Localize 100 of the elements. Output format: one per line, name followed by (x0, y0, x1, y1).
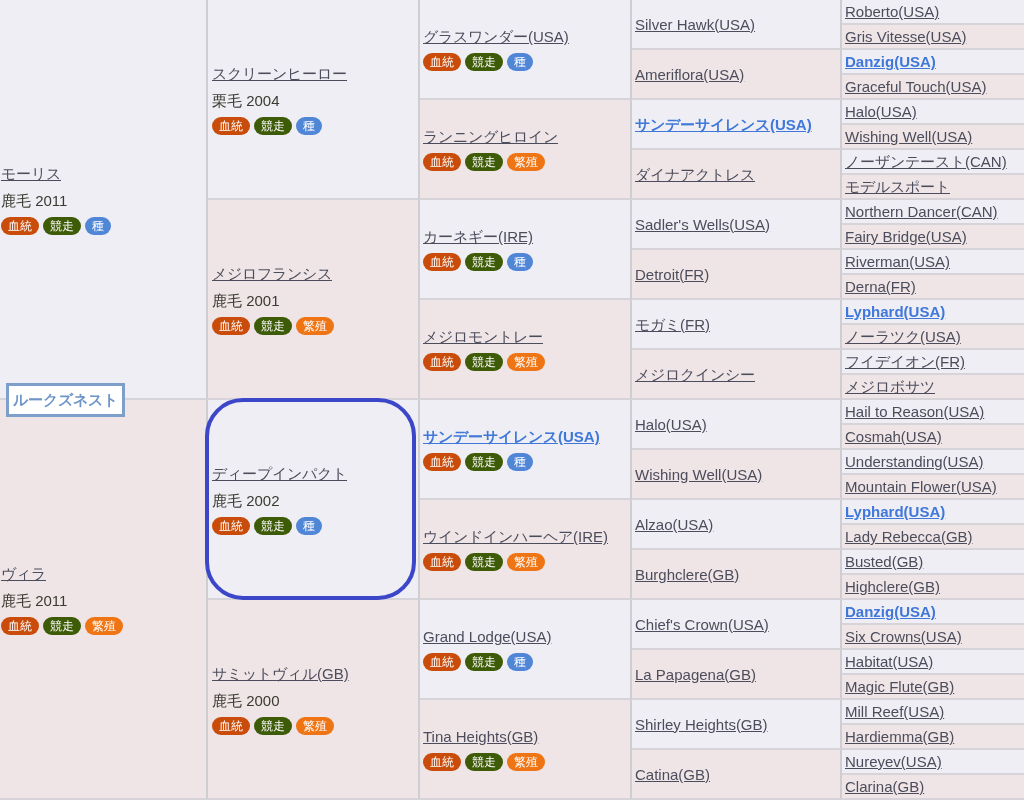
horse-name-link: ディープインパクト (212, 463, 347, 483)
horse-name-link: サンデーサイレンス(USA) (423, 427, 600, 446)
category-badge: 競走 (254, 116, 292, 135)
category-badge: 競走 (254, 716, 292, 735)
horse-name-link: モガミ(FR) (635, 314, 710, 334)
category-badge: 競走 (465, 53, 503, 71)
horse-name-link: メジロクインシー (635, 364, 755, 384)
pedigree-cell (842, 125, 1024, 150)
category-badge: 血統 (423, 553, 461, 571)
pedigree-cell (842, 25, 1024, 50)
horse-name-link: Catina(GB) (635, 764, 711, 784)
category-badge: 種 (507, 453, 533, 471)
category-badge: 競走 (465, 353, 503, 371)
horse-name-link: Northern Dancer(CAN) (845, 202, 998, 221)
horse-name-link: フイデイオン(FR) (845, 352, 965, 371)
horse-name-link: Habitat(USA) (845, 652, 934, 671)
pedigree-cell (842, 375, 1024, 400)
horse-name-link: Lyphard(USA) (845, 302, 946, 321)
pedigree-cell (632, 0, 842, 50)
pedigree-cell (632, 50, 842, 100)
horse-name-link: Mill Reef(USA) (845, 702, 945, 721)
horse-name-link: ランニングヒロイン (423, 127, 558, 146)
pedigree-cell (632, 600, 842, 650)
category-badge: 競走 (465, 653, 503, 671)
pedigree-cell (842, 625, 1024, 650)
horse-name-link: Fairy Bridge(USA) (845, 227, 967, 246)
pedigree-cell (632, 700, 842, 750)
category-badge: 競走 (43, 616, 81, 635)
category-badge: 血統 (212, 116, 250, 135)
category-badge: 血統 (423, 253, 461, 271)
category-badge: 繁殖 (85, 616, 123, 635)
pedigree-cell (420, 700, 632, 800)
pedigree-cell (842, 325, 1024, 350)
category-badge: 競走 (43, 216, 81, 235)
horse-name-link: Hail to Reason(USA) (845, 402, 985, 421)
coat-year-text: 鹿毛 2001 (212, 290, 280, 310)
horse-name-link: Wishing Well(USA) (635, 464, 763, 484)
pedigree-cell (842, 675, 1024, 700)
horse-name-link: Burghclere(GB) (635, 564, 740, 584)
category-badge: 繁殖 (507, 553, 545, 571)
category-badge: 血統 (423, 353, 461, 371)
horse-name-link: グラスワンダー(USA) (423, 27, 569, 46)
category-badge: 血統 (1, 216, 39, 235)
pedigree-cell (842, 225, 1024, 250)
category-badge: 競走 (465, 153, 503, 171)
horse-name-link: Magic Flute(GB) (845, 677, 955, 696)
pedigree-cell (420, 600, 632, 700)
horse-name-link: Silver Hawk(USA) (635, 14, 755, 34)
horse-name-link: Chief's Crown(USA) (635, 614, 769, 634)
pedigree-cell (632, 400, 842, 450)
horse-name-link: Hardiemma(GB) (845, 727, 955, 746)
horse-name-link: Gris Vitesse(USA) (845, 27, 967, 46)
horse-name-link: Alzao(USA) (635, 514, 714, 534)
pedigree-cell (632, 550, 842, 600)
pedigree-cell (842, 425, 1024, 450)
pedigree-cell (632, 250, 842, 300)
horse-name-link: Understanding(USA) (845, 452, 984, 471)
pedigree-cell (632, 750, 842, 800)
horse-name-link: Danzig(USA) (845, 602, 936, 621)
category-badge: 血統 (423, 753, 461, 771)
horse-name-link: サミットヴィル(GB) (212, 663, 349, 683)
category-badge: 繁殖 (507, 353, 545, 371)
horse-name-link: Clarina(GB) (845, 777, 925, 796)
pedigree-cell (632, 300, 842, 350)
pedigree-cell (208, 200, 420, 400)
category-badge: 血統 (1, 616, 39, 635)
horse-name-link: メジロモントレー (423, 327, 543, 346)
category-badge: 競走 (465, 253, 503, 271)
horse-name-link: メジロフランシス (212, 263, 332, 283)
pedigree-cell (632, 500, 842, 550)
horse-name-link: Halo(USA) (635, 414, 707, 434)
category-badge: 種 (296, 516, 322, 535)
horse-name-link: Roberto(USA) (845, 2, 940, 21)
pedigree-cell (842, 175, 1024, 200)
pedigree-cell (208, 0, 420, 200)
horse-name-link: Highclere(GB) (845, 577, 941, 596)
horse-name-link: サンデーサイレンス(USA) (635, 114, 812, 134)
horse-name-link: ノーラツク(USA) (845, 327, 961, 346)
horse-name-link: ダイナアクトレス (635, 164, 755, 184)
pedigree-cell (842, 725, 1024, 750)
category-badge: 種 (507, 653, 533, 671)
horse-name-link: Riverman(USA) (845, 252, 950, 271)
category-badge: 繁殖 (507, 153, 545, 171)
horse-name-link: Detroit(FR) (635, 264, 710, 284)
category-badge: 競走 (465, 453, 503, 471)
category-badge: 競走 (465, 553, 503, 571)
category-badge: 競走 (465, 753, 503, 771)
category-badge: 血統 (423, 453, 461, 471)
pedigree-cell (420, 300, 632, 400)
category-badge: 競走 (254, 516, 292, 535)
horse-name-link: Halo(USA) (845, 102, 917, 121)
horse-name-link: Mountain Flower(USA) (845, 477, 997, 496)
category-badge: 競走 (254, 316, 292, 335)
category-badge: 血統 (423, 153, 461, 171)
category-badge: 血統 (212, 716, 250, 735)
coat-year-text: 鹿毛 2002 (212, 490, 280, 510)
pedigree-cell (632, 650, 842, 700)
pedigree-cell (632, 200, 842, 250)
pedigree-cell (420, 200, 632, 300)
horse-name-link: Lyphard(USA) (845, 502, 946, 521)
